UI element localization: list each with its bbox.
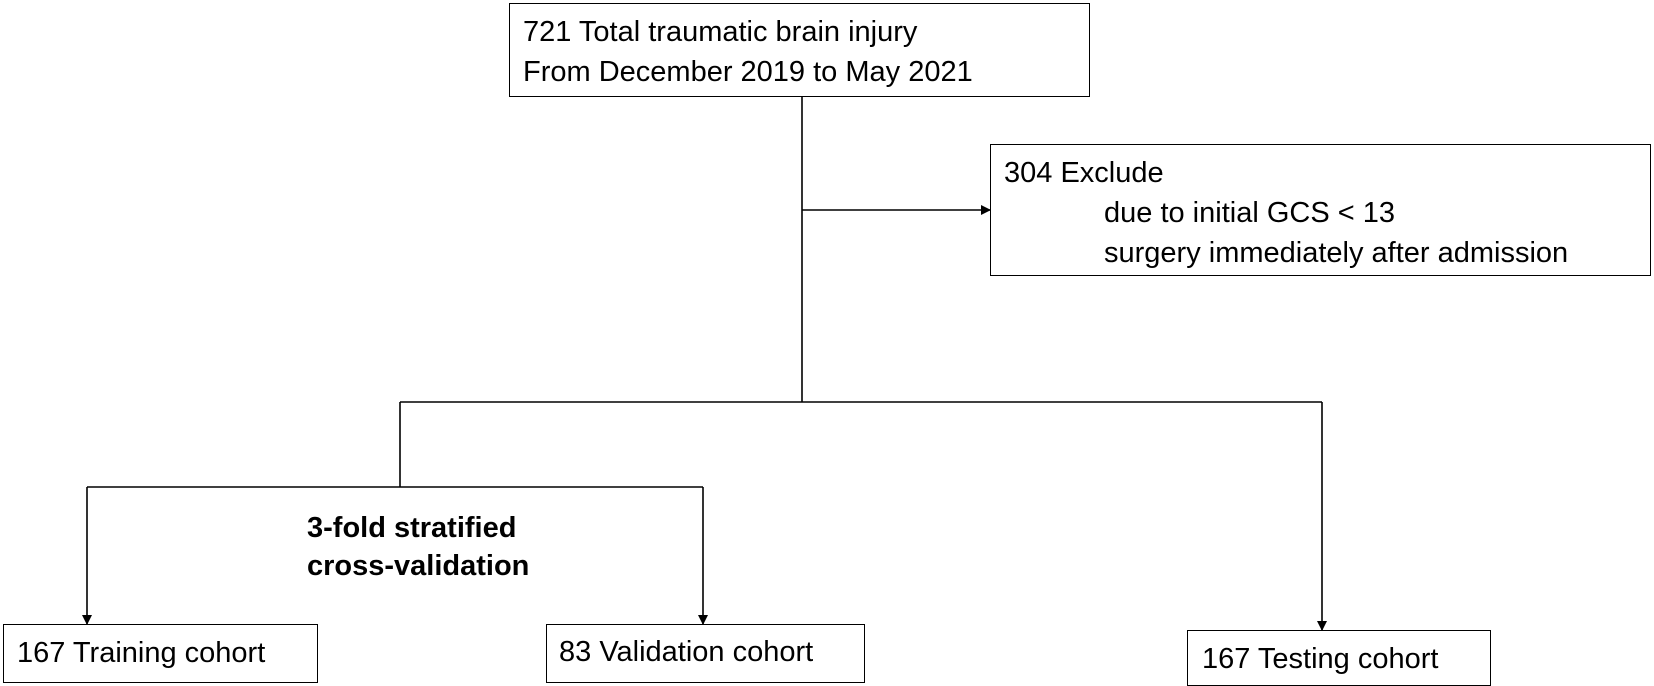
exclusion-reason-gcs: due to initial GCS < 13 xyxy=(1104,197,1395,229)
validation-cohort-label: 83 Validation cohort xyxy=(559,636,814,668)
total-tbi-box: 721 Total traumatic brain injury From De… xyxy=(509,3,1090,97)
exclusion-count: 304 Exclude xyxy=(1004,157,1164,189)
testing-cohort-box: 167 Testing cohort xyxy=(1187,630,1491,686)
exclusion-reason-surgery: surgery immediately after admission xyxy=(1104,237,1569,269)
cross-validation-label: 3-fold stratified cross-validation xyxy=(307,509,529,585)
validation-cohort-box: 83 Validation cohort xyxy=(546,624,865,683)
training-cohort-label: 167 Training cohort xyxy=(17,637,266,669)
cross-validation-label-line2: cross-validation xyxy=(307,550,530,582)
exclusion-box: 304 Exclude due to initial GCS < 13 surg… xyxy=(990,144,1651,276)
testing-cohort-label: 167 Testing cohort xyxy=(1202,643,1439,675)
cross-validation-label-line1: 3-fold stratified xyxy=(307,512,517,544)
study-period: From December 2019 to May 2021 xyxy=(523,56,973,88)
training-cohort-box: 167 Training cohort xyxy=(3,624,318,683)
total-tbi-count: 721 Total traumatic brain injury xyxy=(523,16,918,48)
